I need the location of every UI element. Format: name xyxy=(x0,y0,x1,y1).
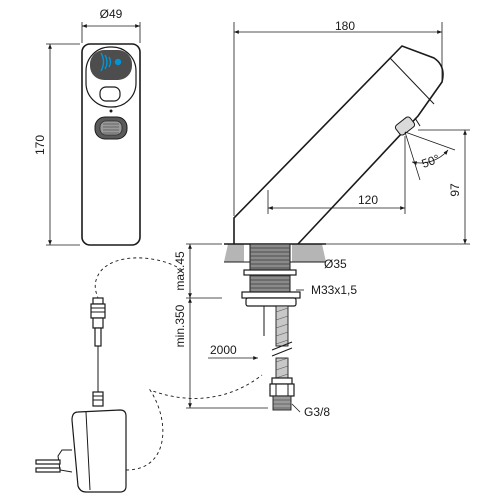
sensor-window xyxy=(90,50,132,80)
dim-max-deck-thickness: max.45 xyxy=(173,251,187,291)
dim-connection: G3/8 xyxy=(304,405,330,419)
dim-spout-reach: 120 xyxy=(358,193,378,207)
side-view: 180 120 97 50° max.45 min.350 Ø35 M33x1,… xyxy=(173,19,470,419)
dim-thread: M33x1,5 xyxy=(311,283,357,297)
dim-min-length: min.350 xyxy=(173,304,187,347)
dim-spout-height: 97 xyxy=(448,183,462,197)
dim-spout-angle: 50° xyxy=(420,151,442,170)
threaded-shank xyxy=(241,243,301,336)
flexible-hose xyxy=(269,305,295,411)
indicator-dot xyxy=(109,109,113,113)
dim-body-diameter: Ø49 xyxy=(100,7,123,21)
front-view: Ø49 170 xyxy=(33,7,141,246)
spout-head-line xyxy=(389,57,435,105)
cable-lower xyxy=(125,374,263,471)
aerator-side xyxy=(394,116,416,136)
mounting-nut xyxy=(241,291,301,299)
hose-nut xyxy=(269,383,295,397)
washer xyxy=(243,269,297,276)
power-plug-pin xyxy=(35,459,61,465)
dim-spout-length: 180 xyxy=(335,19,355,33)
wireless-sensor-icon xyxy=(100,52,122,72)
cable-upper xyxy=(94,257,183,299)
dim-cable-length: 2000 xyxy=(210,343,237,357)
faucet-body-side xyxy=(233,45,444,245)
sensor-button xyxy=(99,86,121,102)
dim-body-height: 170 xyxy=(33,135,47,155)
power-supply-cable xyxy=(35,257,263,493)
dim-hole-diameter: Ø35 xyxy=(324,257,347,271)
faucet-body-front xyxy=(81,43,141,246)
power-adapter xyxy=(71,409,127,493)
